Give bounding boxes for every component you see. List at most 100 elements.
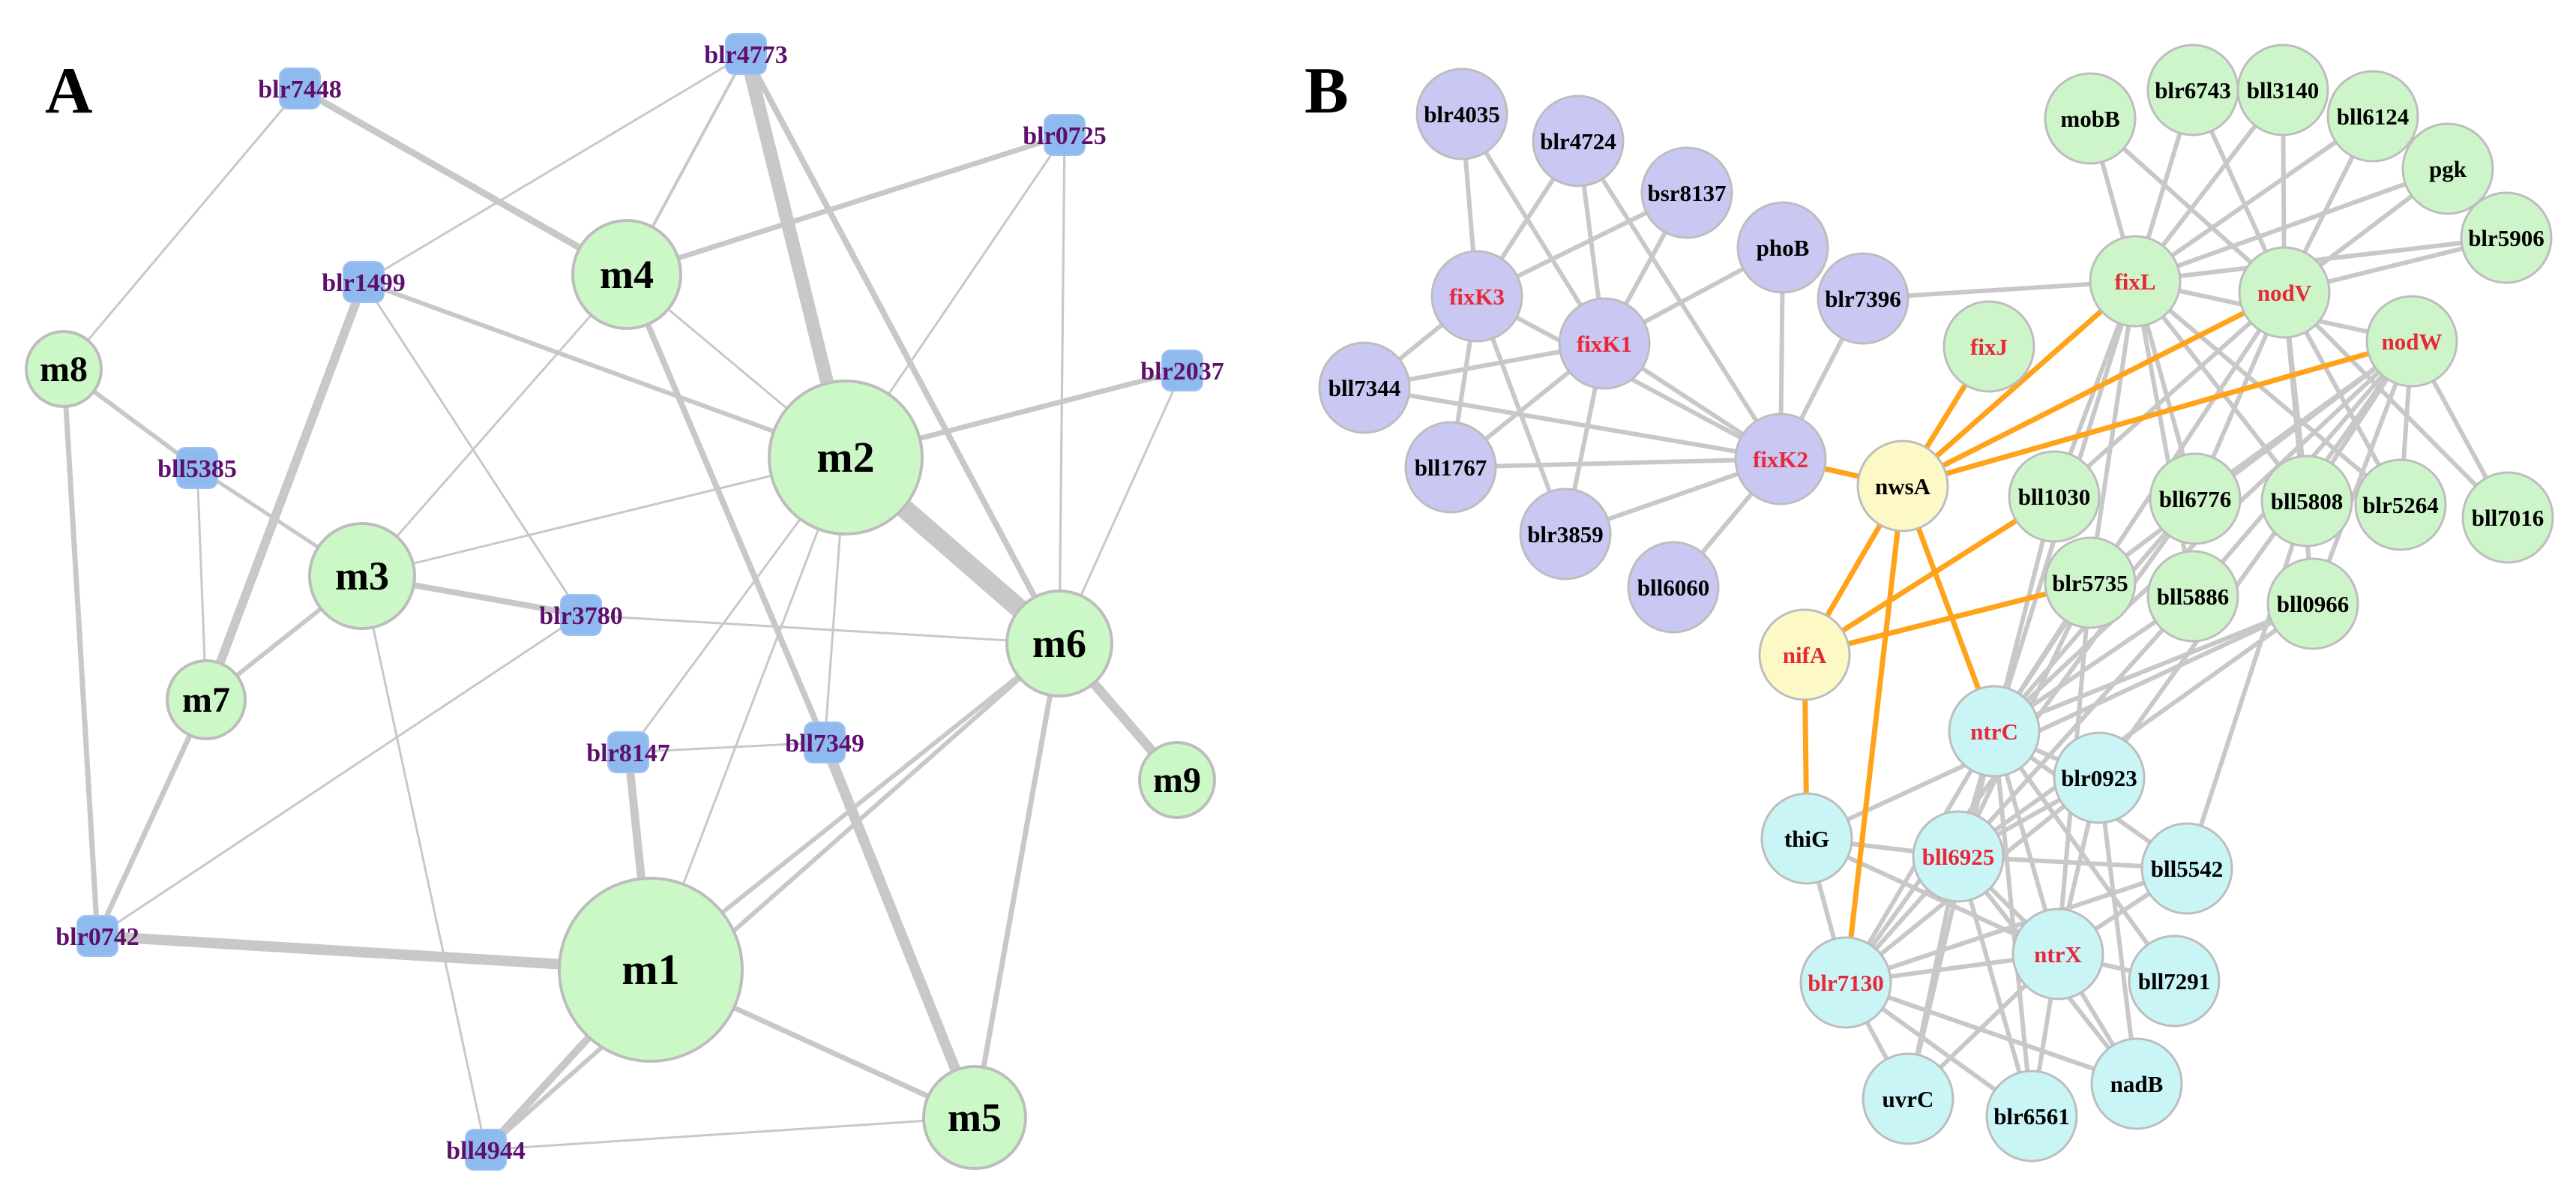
network-b-node-bll1767[interactable]: bll1767 <box>1404 421 1497 514</box>
node-label: blr7130 <box>1808 970 1884 996</box>
gene-square <box>804 722 846 764</box>
network-b-node-blr7130[interactable]: blr7130 <box>1799 936 1892 1029</box>
module-circle <box>1138 741 1216 819</box>
edge-b-bll5808-bll5542 <box>2185 499 2309 871</box>
module-node-m7[interactable]: m7 <box>166 659 247 740</box>
module-node-m2[interactable]: m2 <box>768 380 924 536</box>
network-b-node-blr5735[interactable]: blr5735 <box>2044 536 2137 629</box>
network-b-node-phoB[interactable]: phoB <box>1736 201 1829 294</box>
edge-a-m2-blr1499 <box>361 280 848 460</box>
network-b-node-blr0923[interactable]: blr0923 <box>2053 731 2146 824</box>
node-circle <box>2460 191 2553 284</box>
network-b-node-blr5906[interactable]: blr5906 <box>2460 191 2553 284</box>
edge-b-nodV-bll7016 <box>2282 290 2510 520</box>
gene-label: blr7448 <box>258 76 341 104</box>
module-node-m9[interactable]: m9 <box>1138 741 1216 819</box>
gene-label: blr8147 <box>586 740 669 767</box>
module-node-m1[interactable]: m1 <box>558 877 744 1063</box>
gene-square <box>725 33 767 75</box>
network-b-node-bll5542[interactable]: bll5542 <box>2140 822 2233 915</box>
network-b-node-blr7396[interactable]: blr7396 <box>1817 252 1910 345</box>
edge-a-m6-m5 <box>972 640 1062 1120</box>
node-label: nifA <box>1783 642 1827 668</box>
edge-b-bll0966-ntrC <box>1992 602 2315 734</box>
gene-node-blr8147[interactable]: blr8147 <box>586 731 670 773</box>
network-b-node-bll5808[interactable]: bll5808 <box>2260 454 2353 548</box>
network-b-node-blr5264[interactable]: blr5264 <box>2354 458 2447 551</box>
gene-node-blr3780[interactable]: blr3780 <box>539 594 623 636</box>
gene-node-blr2037[interactable]: blr2037 <box>1140 350 1224 392</box>
edge-a-m3-bll4944 <box>361 574 487 1151</box>
network-b-node-fixK3[interactable]: fixK3 <box>1430 250 1523 343</box>
network-b-node-bsr8137[interactable]: bsr8137 <box>1640 146 1733 239</box>
edge-b-nodV-bll1030 <box>2052 290 2287 499</box>
gene-label: bll5385 <box>157 455 237 483</box>
network-b-node-pgk[interactable]: pgk <box>2401 122 2494 215</box>
network-b-node-bll7016[interactable]: bll7016 <box>2461 471 2554 564</box>
network-b-node-mobB[interactable]: mobB <box>2044 72 2137 165</box>
module-node-m5[interactable]: m5 <box>922 1065 1027 1170</box>
network-b-node-bll7291[interactable]: bll7291 <box>2128 934 2221 1028</box>
gene-node-blr7448[interactable]: blr7448 <box>258 68 342 110</box>
network-b-node-blr3859[interactable]: blr3859 <box>1519 488 1612 580</box>
network-b-node-fixK2[interactable]: fixK2 <box>1734 412 1827 506</box>
edge-b-fixL-blr5264 <box>2133 279 2403 507</box>
node-label: blr5906 <box>2468 225 2545 251</box>
edge-a-blr1499-blr3780 <box>362 280 583 616</box>
module-node-m4[interactable]: m4 <box>571 219 682 330</box>
network-b-node-bll6060[interactable]: bll6060 <box>1627 541 1720 634</box>
network-b-node-nodW[interactable]: nodW <box>2365 295 2458 388</box>
module-label: m5 <box>948 1095 1002 1140</box>
node-circle <box>2044 72 2137 165</box>
gene-node-bll7349[interactable]: bll7349 <box>785 722 864 764</box>
network-b-node-bll6776[interactable]: bll6776 <box>2149 452 2242 545</box>
network-b-node-bll1030[interactable]: bll1030 <box>2008 450 2101 543</box>
network-b-node-blr4035[interactable]: blr4035 <box>1415 68 1508 160</box>
edge-b-nodW-blr0923 <box>2097 339 2414 780</box>
edge-a-m4-bll7349 <box>624 272 828 746</box>
network-b-node-fixL[interactable]: fixL <box>2089 235 2182 328</box>
network-b-node-uvrC[interactable]: uvrC <box>1862 1052 1954 1145</box>
network-b-node-bll3140[interactable]: bll3140 <box>2236 44 2329 136</box>
network-b-node-bll6925[interactable]: bll6925 <box>1912 810 2005 903</box>
network-b-node-blr4724[interactable]: blr4724 <box>1532 94 1625 188</box>
network-b-node-bll6124[interactable]: bll6124 <box>2326 70 2419 163</box>
network-b-node-bll7344[interactable]: bll7344 <box>1318 341 1411 434</box>
node-label: bll1767 <box>1415 454 1487 481</box>
gene-node-blr1499[interactable]: blr1499 <box>322 261 406 303</box>
network-b-node-blr6561[interactable]: blr6561 <box>1985 1070 2078 1162</box>
module-node-m8[interactable]: m8 <box>25 330 103 408</box>
gene-label: blr4773 <box>704 41 787 69</box>
network-b-node-nadB[interactable]: nadB <box>2090 1037 2183 1130</box>
gene-node-bll4944[interactable]: bll4944 <box>446 1129 526 1171</box>
module-node-m6[interactable]: m6 <box>1005 590 1113 698</box>
edge-b-blr0923-nadB <box>2097 776 2139 1086</box>
gene-node-blr4773[interactable]: blr4773 <box>704 33 788 75</box>
edge-b-nwsA-fixL <box>1900 278 2138 489</box>
network-b-node-blr6743[interactable]: blr6743 <box>2146 44 2239 136</box>
node-circle <box>1415 68 1508 160</box>
network-b-node-thiG[interactable]: thiG <box>1760 792 1853 885</box>
node-label: bll6776 <box>2159 486 2231 512</box>
module-node-m3[interactable]: m3 <box>308 522 416 630</box>
gene-node-bll5385[interactable]: bll5385 <box>157 447 237 489</box>
network-b-node-nifA[interactable]: nifA <box>1758 608 1851 701</box>
gene-square <box>607 731 649 773</box>
node-label: ntrX <box>2034 941 2082 968</box>
network-b-node-bll5886[interactable]: bll5886 <box>2146 550 2239 643</box>
network-b-node-ntrC[interactable]: ntrC <box>1948 685 2041 778</box>
network-b-node-fixJ[interactable]: fixJ <box>1942 300 2035 393</box>
network-b-node-nwsA[interactable]: nwsA <box>1856 440 1949 532</box>
network-b-node-ntrX[interactable]: ntrX <box>2011 908 2104 1000</box>
node-label: bll6124 <box>2337 104 2409 130</box>
node-circle <box>1318 341 1411 434</box>
node-label: nodV <box>2257 280 2312 306</box>
node-circle <box>1519 488 1612 580</box>
network-b-node-nodV[interactable]: nodV <box>2238 246 2331 339</box>
gene-node-blr0725[interactable]: blr0725 <box>1023 114 1107 156</box>
gene-node-blr0742[interactable]: blr0742 <box>55 915 139 957</box>
node-circle <box>2401 122 2494 215</box>
network-b-node-fixK1[interactable]: fixK1 <box>1558 297 1651 390</box>
network-b-node-bll0966[interactable]: bll0966 <box>2266 557 2359 650</box>
